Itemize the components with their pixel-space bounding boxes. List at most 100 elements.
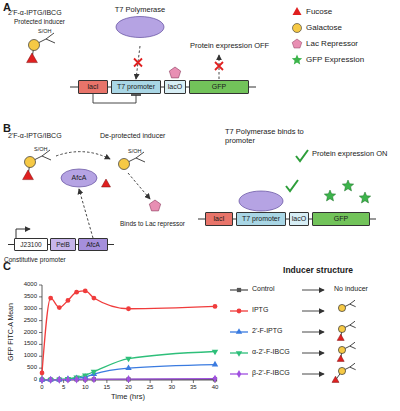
lac-repressor [149,200,160,211]
enzyme-blob: AfcA [60,168,98,188]
tick-label: 25 [147,384,154,391]
galactose-circle [338,346,345,353]
legend-marker [292,39,302,48]
tick-label: 5 [62,384,65,391]
data-point [92,296,97,301]
data-point [126,375,131,383]
data-point [125,357,131,363]
data-point [40,376,45,384]
gene-box: lacI [205,212,233,226]
tick-mark [39,332,42,333]
tick-label: 15 [104,384,111,391]
galactose-circle [119,159,130,170]
legend-label: α-2'-F-IBCG [252,348,290,356]
annotation-label: Protein expression OFF [190,42,269,51]
node-text: T7 promoter [117,83,155,91]
gene-box: AfcA [78,238,108,251]
annotation-label: S/OH [34,146,47,152]
legend-arrow [302,290,324,291]
isopropyl-branch [350,304,356,307]
gfp-star [359,192,370,203]
gene-box: GFP [189,80,249,94]
fucose-triangle [337,334,344,340]
galactose-circle [338,325,345,332]
data-series [42,291,215,373]
annotation-label: 2'F-α-IPTG/IBCG [8,9,62,17]
node-text: lacI [214,215,225,223]
binding-arrow [128,173,150,199]
tick-mark [39,285,42,286]
isopropyl-branch [350,321,355,325]
data-point [57,376,62,384]
fucose-triangle [23,170,34,180]
legend-marker [292,55,302,65]
legend-label: GFP Expression [306,55,364,64]
galactose-circle [338,367,345,374]
data-point [74,376,79,384]
fucose-triangle [337,355,344,361]
lac-repressor [169,67,180,78]
data-point [83,375,88,383]
gene-box: T7 promoter [236,212,286,226]
promoter-arrow [16,229,30,238]
node-text: J23100 [20,241,41,248]
legend-arrow [302,332,324,333]
annotation-label: Binds to Lac repressor [120,220,185,227]
legend-label: Fucose [306,7,332,16]
node-text: T7 Polymerase [115,6,165,15]
annotation-label: Protected inducer [14,18,65,25]
node-text: lacO [168,83,182,91]
isopropyl-branch [136,158,145,162]
isopropyl-branch [42,156,51,160]
polymerase-node: T7 Polymerase [103,6,177,46]
annotation-label: De-protected inducer [100,132,165,140]
polymerase-shape [116,16,164,37]
legend-arrow [302,311,324,312]
tick-label: 1500 [24,340,37,347]
tick-label: 500 [27,364,37,371]
annotation-label: GFP FITC-A Mean [7,303,15,361]
annotation-label: C [3,260,11,273]
data-point [125,364,131,370]
tick-label: 35 [190,384,197,391]
connector [93,94,136,103]
isopropyl-branch [46,39,55,43]
annotation-label: Inducer structure [283,266,353,276]
annotation-label: S/OH [38,28,51,34]
tick-mark [39,356,42,357]
polymerase-outline [114,15,166,39]
legend-arrow [302,353,324,354]
node-text: GFP [334,215,348,223]
gfp-star [342,180,353,191]
isopropyl-branch [350,325,356,328]
gene-box: lacO [289,212,309,226]
node-text: PelB [56,241,70,248]
node-text: lacO [292,215,306,223]
tick-mark [150,380,151,383]
annotation-label: 2'F-α-IPTG/IBCG [8,132,62,140]
tick-mark [171,380,172,383]
tick-label: 4000 [24,281,37,288]
data-point [212,361,218,367]
data-point [66,298,71,303]
tick-mark [39,368,42,369]
node-text: T7 promoter [242,215,280,223]
tick-mark [63,380,64,383]
gene-box: GFP [312,212,370,226]
legend-marker [237,309,242,314]
data-point [83,289,88,294]
gene-box: J23100 [14,238,48,251]
isopropyl-branch [350,300,355,304]
tick-label: 2500 [24,317,37,324]
data-point [74,290,79,295]
isopropyl-branch [350,367,356,370]
tick-label: 3000 [24,305,37,312]
node-text: AfcA [72,174,87,182]
node-text: AfcA [86,241,100,248]
fucose-triangle [332,376,339,382]
check-mark [296,150,308,161]
data-point [66,376,71,384]
tick-mark [106,380,107,383]
legend-label: Control [252,285,275,293]
